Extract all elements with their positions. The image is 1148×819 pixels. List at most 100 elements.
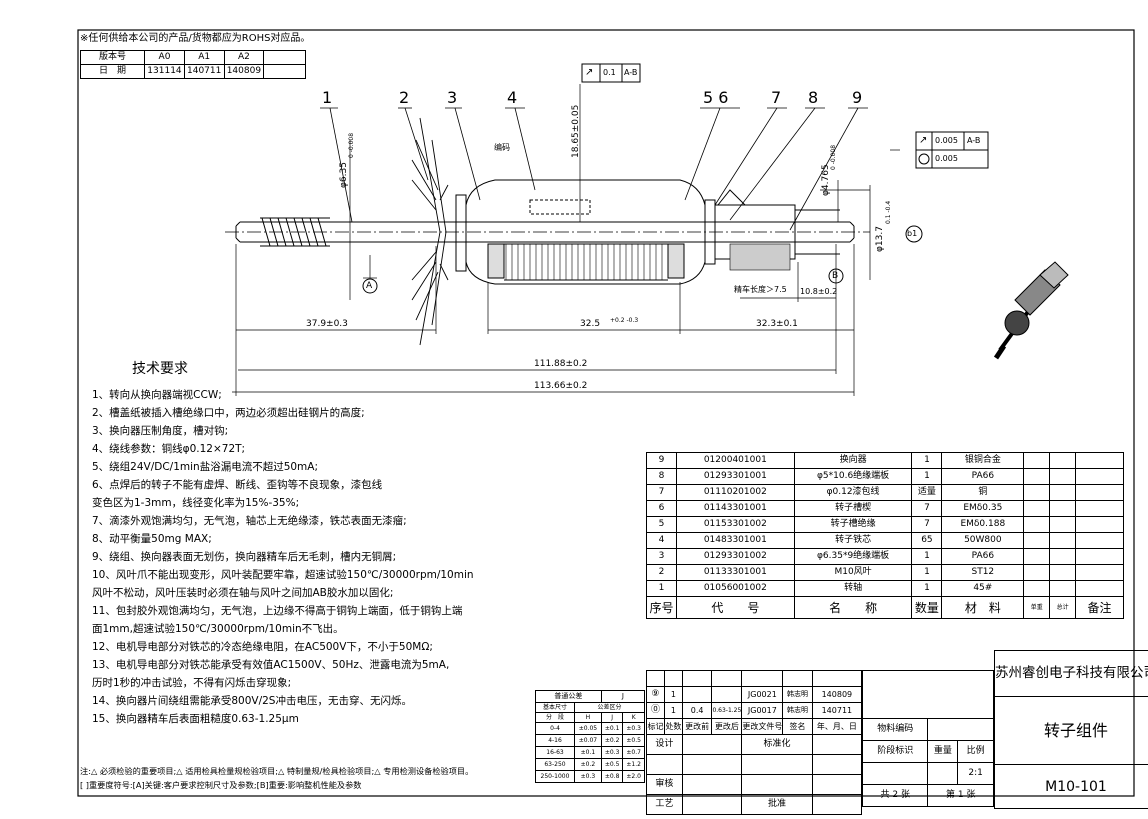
dim-len-left: 37.9±0.3	[306, 319, 348, 329]
balloon-5-6: 5 6	[703, 88, 729, 107]
gt-cell: ±0.2	[600, 734, 624, 747]
gt-cell: ±0.2	[574, 758, 602, 771]
title-block-right: 苏州睿创电子科技有限公司 转子组件 M10-101	[994, 650, 1148, 809]
gt-cell: ±0.1	[574, 746, 602, 759]
title-block-mid: 物料编码 阶段标识重量比例 2:1 共 2 张第 1 张	[861, 670, 994, 807]
gt-cell: ±0.5	[600, 758, 624, 771]
requirement-item: 14、换向器片间绕组需能承受800V/2S冲击电压，无击穿、无闪烁。	[92, 695, 412, 707]
dim-comm-diameter: φ13.7	[875, 226, 885, 252]
gt-cell: ±0.1	[600, 722, 624, 735]
requirement-item: 13、电机导电部分对铁芯能承受有效值AC1500V、50Hz、泄露电流为5mA,	[92, 659, 450, 671]
gt-cell: ±0.05	[574, 722, 602, 735]
dim-top-height: 18.65±0.05	[571, 104, 581, 158]
fine-turn-label: 精车长度＞7.5	[734, 285, 787, 294]
requirement-item: 历时1秒的冲击试验，不得有闪烁击穿现象;	[92, 677, 292, 689]
requirement-item: 5、绕组24V/DC/1min盐浴漏电流不超过50mA;	[92, 461, 319, 473]
version-blank	[263, 50, 306, 65]
requirement-item: 10、风叶爪不能出现变形，风叶装配要牢靠，超速试验150℃/30000rpm/1…	[92, 569, 474, 581]
balloon-1: 1	[322, 88, 333, 107]
requirement-item: 9、绕组、换向器表面无划伤，换向器精车后无毛刺，槽内无铜屑;	[92, 551, 397, 563]
dim-shaft-tol: 0 -0.008	[348, 132, 355, 158]
note-1: 注:△ 必须检验的重要项目;△ 适用检具检量规检验项目;△ 特制量规/检具检验项…	[80, 766, 474, 776]
part-name: 转子组件	[994, 696, 1148, 765]
gt-cell: ±0.3	[600, 746, 624, 759]
tech-title: 技术要求	[132, 361, 188, 377]
requirement-item: 4、绕线参数：铜线φ0.12×72T;	[92, 443, 246, 455]
gt-h-seg: 分 段	[535, 712, 575, 723]
gt-cell: ±0.5	[622, 734, 645, 747]
balloon-3: 3	[447, 88, 458, 107]
gt-cell: 16-63	[535, 746, 575, 759]
requirement-item: 11、包封胶外观饱满均匀，无气泡，上边缘不得高于铜钩上端面，低于铜钩上端	[92, 605, 463, 617]
dim-right-tol: 0 -0.008	[830, 144, 837, 170]
gt-h-h: H	[574, 712, 602, 723]
rohs-notice: ※任何供给本公司的产品/货物都应为ROHS对应品。	[80, 33, 311, 44]
tol-r1-value: 0.005	[935, 136, 958, 145]
dim-comm-tol: 0.1 -0.4	[885, 200, 892, 224]
balloon-2: 2	[399, 88, 410, 107]
version-a2: A2	[223, 50, 265, 65]
gt-cell: ±0.3	[574, 770, 602, 783]
dim-len-10: 10.8±0.2	[800, 287, 838, 296]
bom-header: 序号代 号名 称数量材 料 单重总计备注	[646, 596, 1124, 619]
requirement-item: 7、滴漆外观饱满均匀，无气泡，轴芯上无绝缘漆，铁芯表面无漆瘤;	[92, 515, 407, 527]
gt-cell: ±0.07	[574, 734, 602, 747]
requirement-item: 2、槽盖纸被插入槽绝缘口中，两边必须超出硅钢片的高度;	[92, 407, 365, 419]
tol-top-ref: A-B	[624, 68, 638, 77]
dim-len-core: 32.5	[580, 319, 601, 329]
dim-total-2: 113.66±0.2	[534, 381, 588, 391]
gt-cell: 0-4	[535, 722, 575, 735]
requirement-item: 15、换向器精车后表面粗糙度0.63-1.25μm	[92, 713, 299, 725]
gt-cell: ±2.0	[622, 770, 645, 783]
gt-title: 普通公差	[535, 690, 602, 703]
date-a0: 131114	[144, 64, 185, 79]
requirement-item: 8、动平衡量50mg MAX;	[92, 533, 212, 545]
version-a1: A1	[183, 50, 225, 65]
version-a0: A0	[144, 50, 185, 65]
rotor-iso-view	[993, 261, 1069, 360]
date-label: 日 期	[79, 64, 146, 79]
gt-cell: ±0.8	[600, 770, 624, 783]
gt-h-class: 公差区分	[574, 702, 645, 713]
flatness-icon: ↗	[585, 67, 594, 78]
requirement-item: 面1mm,超速试验150℃/30000rpm/10min不飞出。	[92, 623, 344, 635]
version-table: 版本号 A0 A1 A2 日 期 131114 140711 140809	[79, 50, 306, 79]
code-mark-label: 编码	[494, 143, 510, 152]
gt-h-j: J	[600, 712, 624, 723]
dim-shaft-diameter: φ6.35	[339, 162, 349, 188]
drawing-number: M10-101	[994, 764, 1148, 809]
balloon-9: 9	[852, 88, 863, 107]
dim-total-1: 111.88±0.2	[534, 359, 588, 369]
runout-icon: ↗	[919, 135, 928, 146]
version-label: 版本号	[79, 50, 146, 65]
tol-r2-value: 0.005	[935, 154, 958, 163]
requirement-item: 3、换向器压制角度，槽对钩;	[92, 425, 229, 437]
datum-a-label: A	[366, 281, 373, 291]
gt-cell: 63-250	[535, 758, 575, 771]
gt-h-basic: 基本尺寸	[535, 702, 575, 713]
datum-b-label: B	[832, 271, 839, 281]
company-name: 苏州睿创电子科技有限公司	[994, 650, 1148, 697]
balloon-4: 4	[507, 88, 518, 107]
revision-header: 标记处数更改前更改后更改文件号签名年、月、日	[646, 718, 863, 735]
date-a1: 140711	[183, 64, 225, 79]
rotor-drawing	[225, 63, 989, 396]
requirement-item: 12、电机导电部分对铁芯的冷态绝缘电阻，在AC500V下，不小于50MΩ;	[92, 641, 433, 653]
note-2: [ ]重要度符号:[A]关键:客户要求控制尺寸及参数;[B]重要:影响整机性能及…	[80, 780, 362, 790]
balloon-8: 8	[808, 88, 819, 107]
tol-top-value: 0.1	[603, 68, 616, 77]
